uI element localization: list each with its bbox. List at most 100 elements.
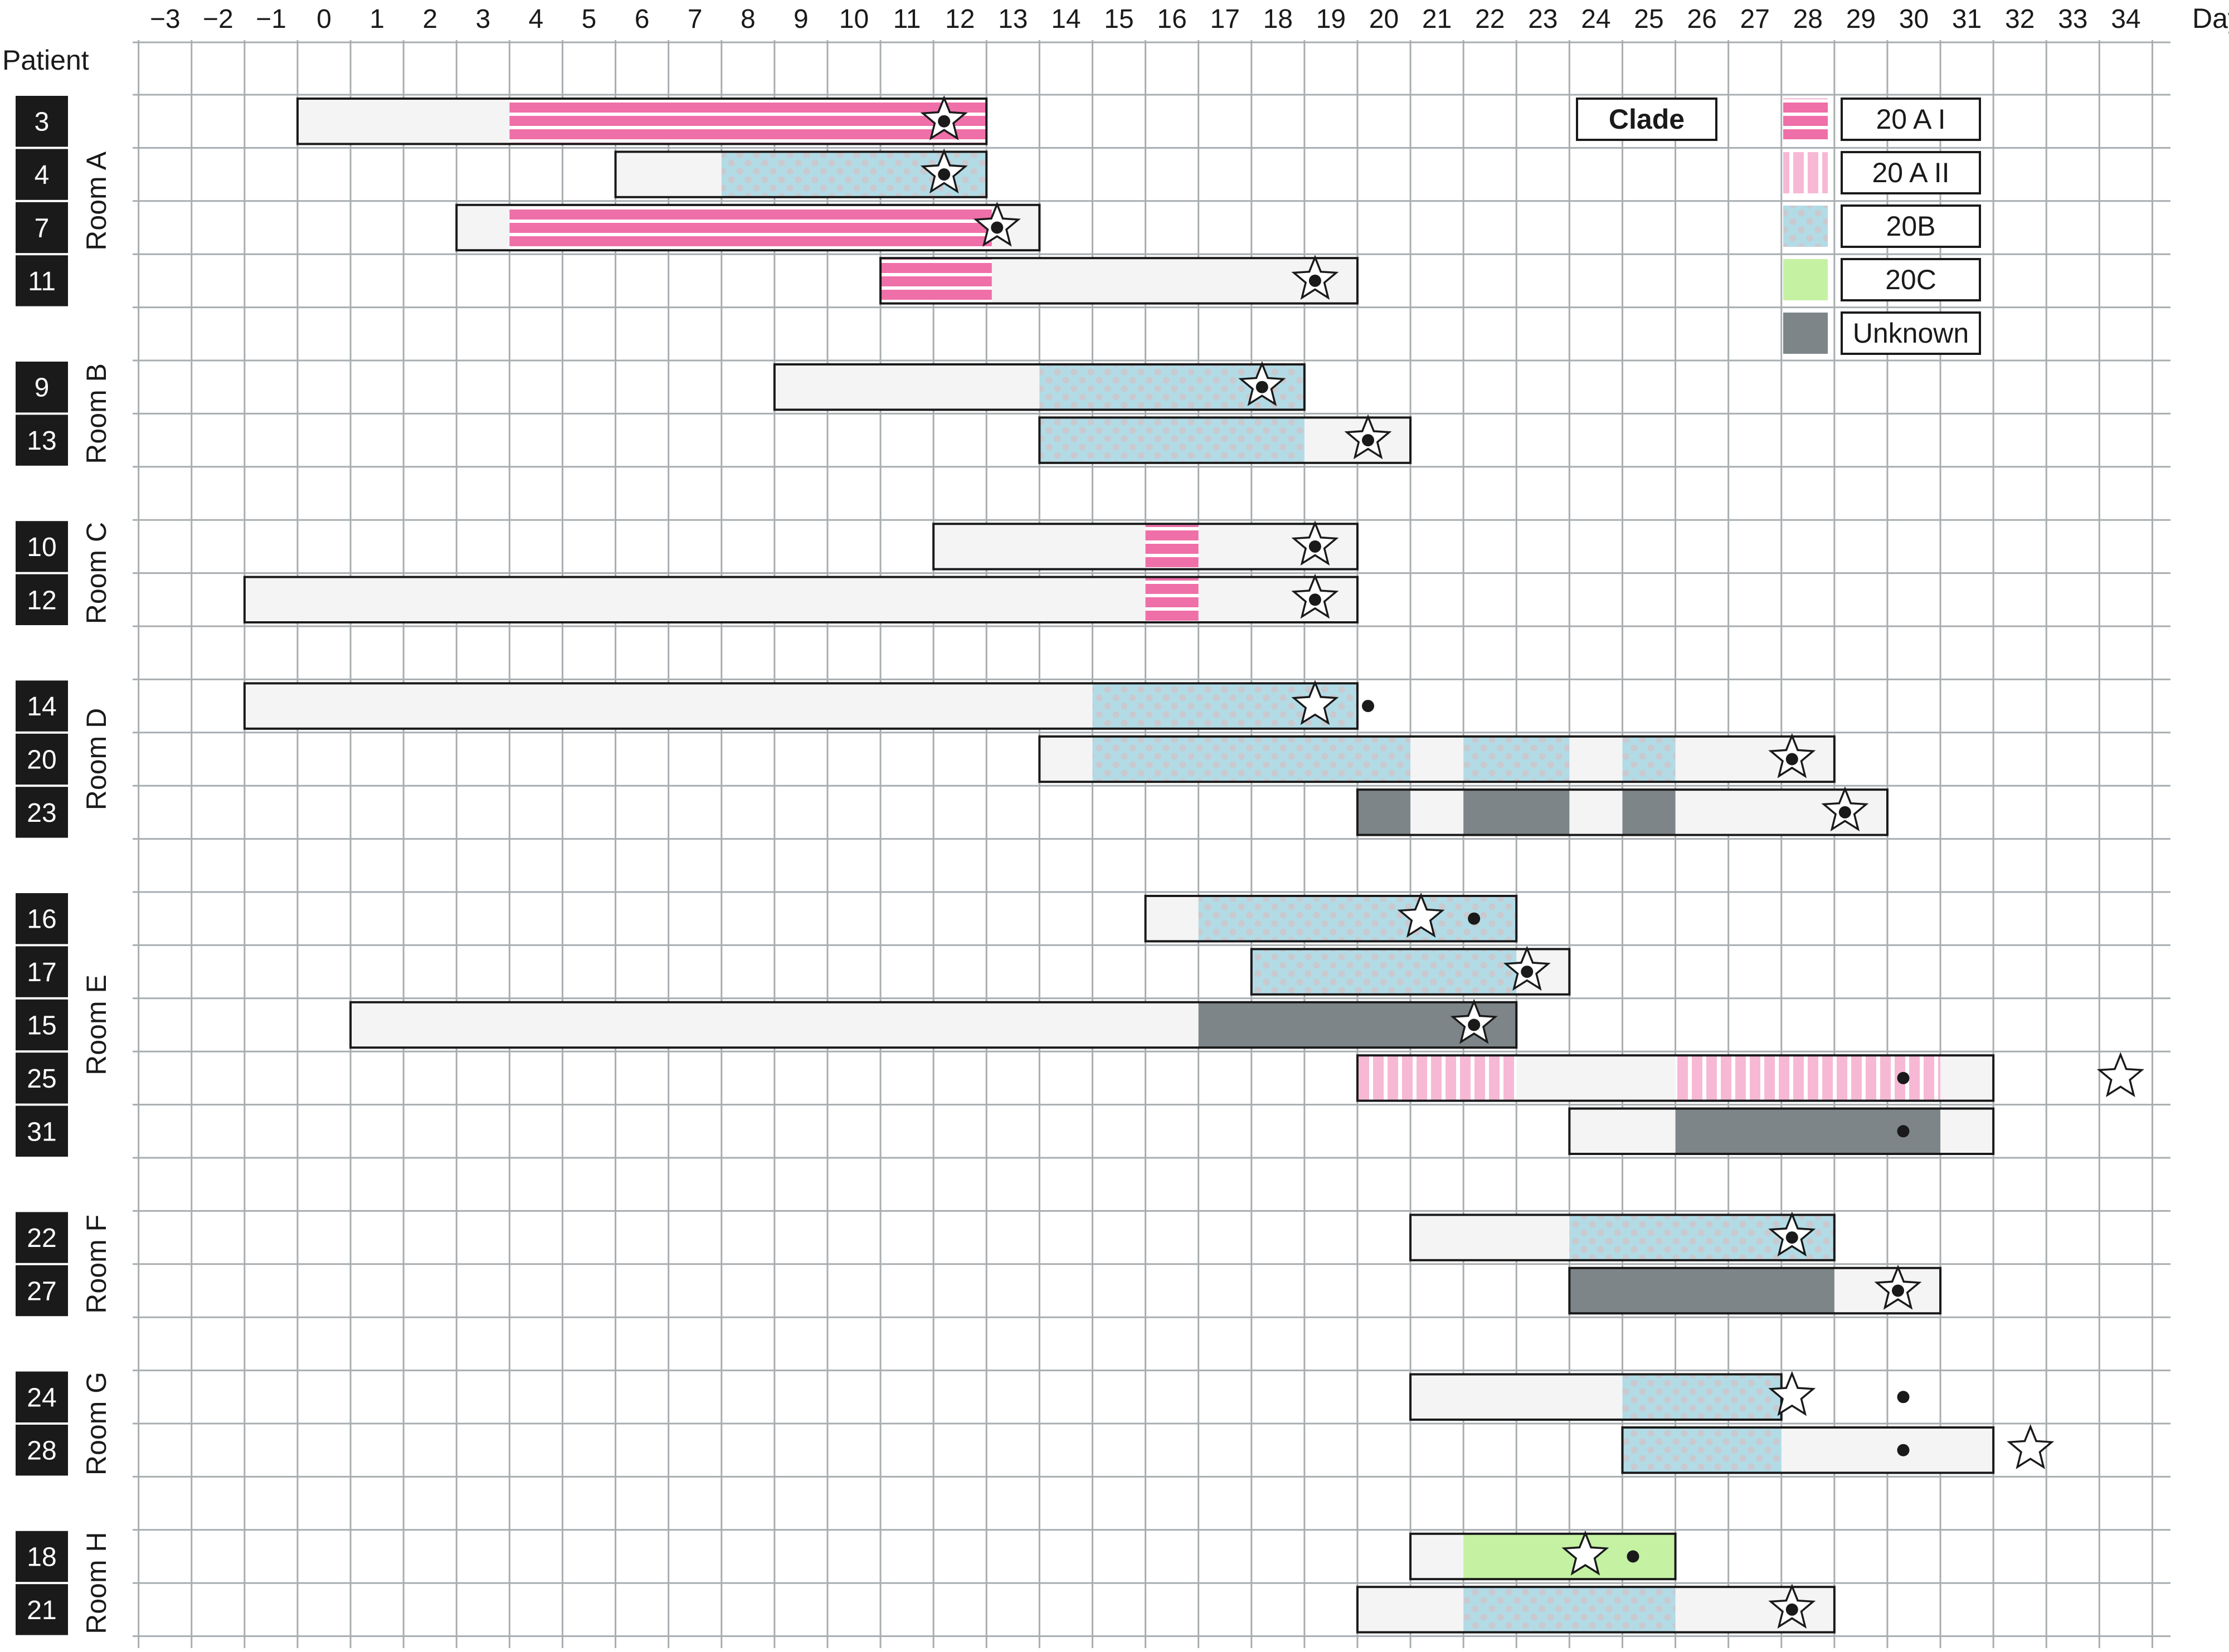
patient-id-box <box>16 362 68 413</box>
room-label: Room A <box>81 151 112 251</box>
clade-segment <box>880 258 992 304</box>
x-tick-label: 5 <box>582 4 597 34</box>
x-tick-label: 22 <box>1475 4 1505 34</box>
clade-segment <box>1092 736 1411 782</box>
stay-bar-outline <box>243 682 1359 730</box>
stay-bar-outline <box>1409 1214 1836 1261</box>
x-tick-label: −3 <box>150 4 181 34</box>
star-marker <box>1768 1371 1816 1416</box>
clade-segment <box>1251 949 1517 995</box>
room-label: Room E <box>81 974 112 1075</box>
patient-id-box <box>16 202 68 254</box>
patient-id-box <box>16 787 68 838</box>
x-tick-label: 17 <box>1210 4 1240 34</box>
x-tick-label: 9 <box>794 4 809 34</box>
star-marker <box>1561 1530 1609 1576</box>
dot-marker <box>1838 806 1851 818</box>
x-tick-label: 15 <box>1104 4 1133 34</box>
patient-id: 25 <box>27 1064 56 1094</box>
room-label: Room G <box>81 1372 112 1475</box>
patient-id: 21 <box>27 1596 56 1625</box>
patient-id: 4 <box>35 160 50 190</box>
legend-title-box <box>1576 98 1717 141</box>
patient-id: 31 <box>27 1117 56 1147</box>
stay-bar-outline <box>1621 1426 1995 1474</box>
clade-segment <box>1039 417 1305 463</box>
patient-id-box <box>16 1584 68 1635</box>
dot-marker <box>1361 700 1374 713</box>
x-tick-label: 33 <box>2058 4 2087 34</box>
legend-swatch <box>1783 99 1828 140</box>
x-tick-label: −1 <box>256 4 286 34</box>
patient-id: 11 <box>28 267 56 296</box>
clade-segment <box>1357 790 1411 835</box>
dot-marker <box>991 221 1004 234</box>
patient-id: 16 <box>27 905 56 934</box>
legend-label: 20 A I <box>1876 104 1945 135</box>
stay-bar-outline <box>773 363 1306 411</box>
x-tick-label: 12 <box>945 4 975 34</box>
legend-label: 20C <box>1885 264 1936 295</box>
clade-segment <box>1463 736 1570 782</box>
stay-bar-outline <box>455 203 1041 252</box>
patient-id-box <box>16 1371 68 1422</box>
clade-segment <box>509 99 987 144</box>
stay-bar-outline <box>349 1001 1518 1049</box>
patient-id-box <box>16 680 68 732</box>
patient-id: 23 <box>27 798 56 828</box>
patient-id-box <box>16 1425 68 1476</box>
dot-marker <box>938 115 951 128</box>
legend-title: Clade <box>1609 104 1685 135</box>
x-tick-label: −2 <box>203 4 233 34</box>
stay-bar-outline <box>1356 1054 1995 1102</box>
dot-marker <box>1785 1603 1798 1616</box>
x-tick-label: 4 <box>529 4 544 34</box>
x-tick-label: 21 <box>1422 4 1452 34</box>
x-tick-label: 30 <box>1899 4 1929 34</box>
patient-id-box <box>16 733 68 785</box>
x-tick-label: 29 <box>1846 4 1876 34</box>
patient-id: 22 <box>27 1224 56 1253</box>
patient-id-box <box>16 96 68 147</box>
patient-id-box <box>16 521 68 572</box>
stay-bar-outline <box>296 98 988 145</box>
star-marker <box>1397 892 1445 938</box>
dot-marker <box>1785 1231 1798 1244</box>
clade-segment <box>1463 1587 1676 1632</box>
stay-bar-outline <box>1409 1532 1677 1581</box>
x-tick-label: 23 <box>1528 4 1558 34</box>
stay-bar-outline <box>243 576 1359 623</box>
clade-segment <box>1145 524 1199 569</box>
legend-label-box <box>1841 258 1981 301</box>
patient-id: 10 <box>27 533 56 562</box>
legend-label-box <box>1841 311 1981 355</box>
patient-id-box <box>16 415 68 466</box>
x-tick-label: 20 <box>1369 4 1399 34</box>
legend-label: 20 A II <box>1872 157 1949 188</box>
clade-segment <box>1198 896 1517 942</box>
patient-id: 28 <box>27 1436 56 1466</box>
patient-id-box <box>16 1531 68 1582</box>
legend-label: 20B <box>1886 211 1936 242</box>
stay-bar-outline <box>1356 1586 1836 1634</box>
patient-id: 13 <box>27 426 56 456</box>
dot-marker <box>1255 381 1268 393</box>
x-tick-label: 13 <box>998 4 1028 34</box>
x-tick-label: 6 <box>635 4 650 34</box>
x-tick-label: 34 <box>2111 4 2140 34</box>
clade-segment <box>1622 1374 1782 1420</box>
patient-id-box <box>16 946 68 997</box>
x-tick-label: 14 <box>1051 4 1081 34</box>
patient-id: 3 <box>35 108 50 137</box>
clade-segment <box>509 204 992 251</box>
dot-marker <box>1785 753 1798 766</box>
x-tick-label: 11 <box>893 4 921 34</box>
patient-id: 17 <box>27 958 56 987</box>
stay-bar-outline <box>1144 895 1518 943</box>
